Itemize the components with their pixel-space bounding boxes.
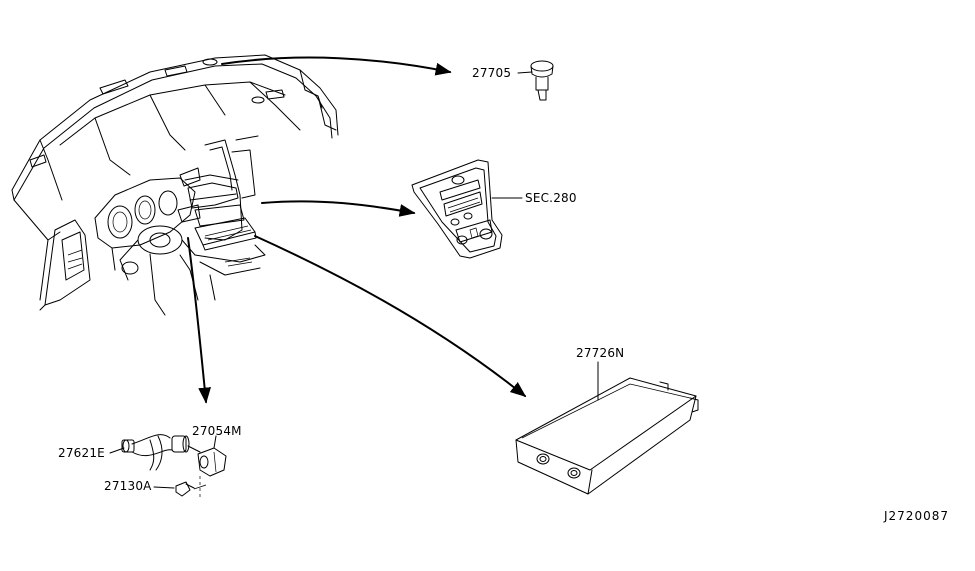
label-27726n: 27726N	[576, 346, 625, 360]
label-27621e: 27621E	[58, 446, 105, 460]
label-27705: 27705	[472, 66, 512, 80]
diagram-code: J2720087	[884, 509, 949, 523]
audio-panel-illustration	[411, 159, 523, 259]
part-27705-illustration	[517, 60, 554, 101]
part-27726n-illustration	[515, 361, 699, 495]
label-27054m: 27054M	[192, 424, 242, 438]
label-sec-280[interactable]: SEC.280	[525, 191, 577, 205]
sensor-hose-illustration	[109, 434, 227, 498]
label-27130a: 27130A	[104, 479, 152, 493]
leader-arrows	[187, 56, 527, 404]
dashboard-illustration	[11, 54, 339, 316]
